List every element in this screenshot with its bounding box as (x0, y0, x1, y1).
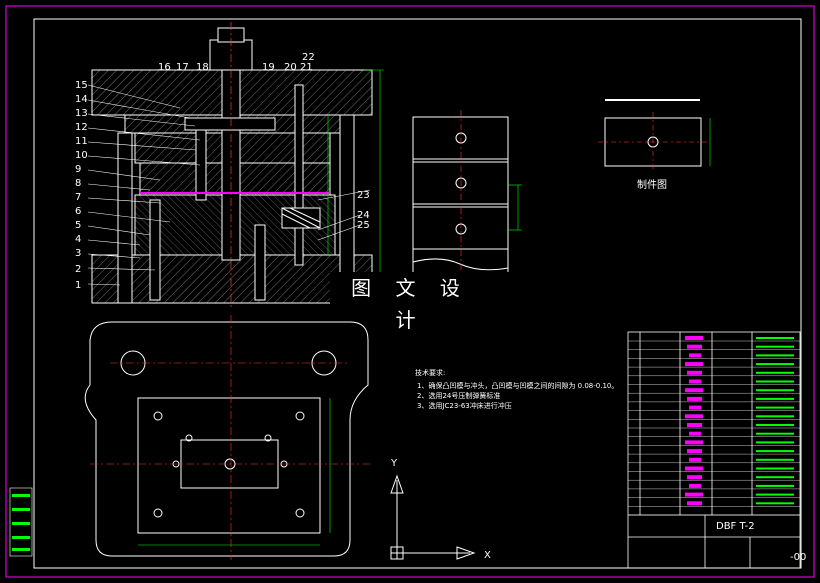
bom-marks (685, 336, 794, 506)
outer-frame (5, 5, 815, 578)
bom-material-mark (687, 475, 702, 480)
bom-spec-mark (756, 415, 794, 418)
bom-material-mark (685, 362, 703, 367)
part-label-4: 4 (75, 234, 81, 245)
inner-frame (33, 18, 802, 569)
bom-spec-mark (756, 450, 794, 453)
bom-spec-mark (756, 363, 794, 366)
part-label-7: 7 (75, 192, 81, 203)
part-label-24: 24 (357, 210, 370, 221)
bom-material-mark (689, 405, 701, 410)
part-label-1: 1 (75, 280, 81, 291)
part-label-19: 19 (262, 62, 275, 73)
bom-material-mark (685, 466, 703, 471)
part-label-12: 12 (75, 122, 88, 133)
part-label-22: 22 (302, 52, 315, 63)
bom-material-mark (687, 423, 702, 427)
bom-material-mark (689, 483, 701, 488)
part-label-11: 11 (75, 136, 88, 147)
bom-spec-mark (756, 337, 794, 339)
bom-spec-mark (756, 406, 794, 409)
side-legend (9, 487, 33, 557)
part-label-18: 18 (196, 62, 209, 73)
bom-spec-mark (756, 424, 794, 426)
bom-spec-mark (756, 467, 794, 470)
tech-note-3: 3、选用JC23-63冲床进行冲压 (417, 401, 512, 410)
part-label-16: 16 (158, 62, 171, 73)
bom-spec-mark (756, 502, 794, 505)
part-label-5: 5 (75, 220, 81, 231)
plan-view (84, 321, 369, 557)
bom-material-mark (689, 353, 701, 358)
axis-y-label: Y (390, 458, 398, 469)
bom-spec-mark (756, 371, 794, 374)
tech-note-2: 2、选用24号压制弹簧标准 (417, 391, 500, 400)
part-label-20: 20 (284, 62, 297, 73)
left-leaders (87, 84, 201, 286)
strip-layout (412, 116, 509, 272)
bom-spec-mark (756, 493, 794, 496)
bom-material-mark (687, 396, 702, 401)
die-section-view (91, 27, 373, 304)
part-label-3: 3 (75, 248, 81, 259)
bom-spec-mark (756, 397, 794, 400)
plan-outline (84, 321, 369, 557)
screw-right (254, 224, 266, 301)
bom-material-mark (687, 370, 702, 375)
bom-spec-mark (756, 345, 794, 348)
bom-material-mark (689, 379, 701, 384)
bom-material-mark (687, 449, 702, 454)
bom-spec-mark (756, 432, 794, 435)
bom-spec-mark (756, 389, 794, 392)
part-label-23: 23 (357, 190, 370, 201)
bom-spec-mark (756, 354, 794, 357)
bom-material-mark (685, 336, 703, 340)
bom-material-mark (685, 388, 703, 393)
part-label-14: 14 (75, 94, 88, 105)
axis-x-label: X (484, 550, 491, 561)
ucs-axis-icon (390, 474, 476, 560)
part-label-21: 21 (300, 62, 313, 73)
bom-rows (628, 340, 800, 516)
tech-notes-title: 技术要求: (415, 368, 445, 377)
watermark-banner: 图 文 设 计 (330, 272, 490, 332)
part-drawing-caption: 制件图 (637, 178, 667, 191)
punch-left (195, 119, 207, 201)
bom-material-mark (689, 431, 701, 436)
punch-right (294, 84, 304, 266)
bottom-plate (91, 254, 373, 304)
title-block (627, 331, 801, 569)
part-label-15: 15 (75, 80, 88, 91)
part-label-25: 25 (357, 220, 370, 231)
tech-note-1: 1、确保凸凹模与冲头，凸凹模与凹模之间的间隙为 0.08-0.10。 (417, 381, 618, 390)
bom-spec-mark (756, 380, 794, 383)
bom-material-mark (689, 457, 701, 462)
bom-material-mark (685, 492, 703, 497)
bom-spec-mark (756, 476, 794, 479)
part-label-13: 13 (75, 108, 88, 119)
screw-left (149, 199, 161, 301)
part-label-9: 9 (75, 164, 81, 175)
bom-material-mark (687, 344, 702, 349)
bom-material-mark (687, 501, 702, 506)
bom-spec-mark (756, 484, 794, 487)
drawing-number: DBF T-2 (716, 521, 755, 532)
punch-holder (184, 117, 276, 131)
bom-spec-mark (756, 458, 794, 461)
part-label-2: 2 (75, 264, 81, 275)
part-label-17: 17 (176, 62, 189, 73)
part-label-10: 10 (75, 150, 88, 161)
bom-material-mark (685, 414, 703, 419)
bom-material-mark (685, 440, 703, 445)
part-label-8: 8 (75, 178, 81, 189)
drawing-suffix: -00 (790, 552, 806, 563)
bom-spec-mark (756, 441, 794, 444)
part-label-6: 6 (75, 206, 81, 217)
die-block-outline (137, 397, 321, 534)
